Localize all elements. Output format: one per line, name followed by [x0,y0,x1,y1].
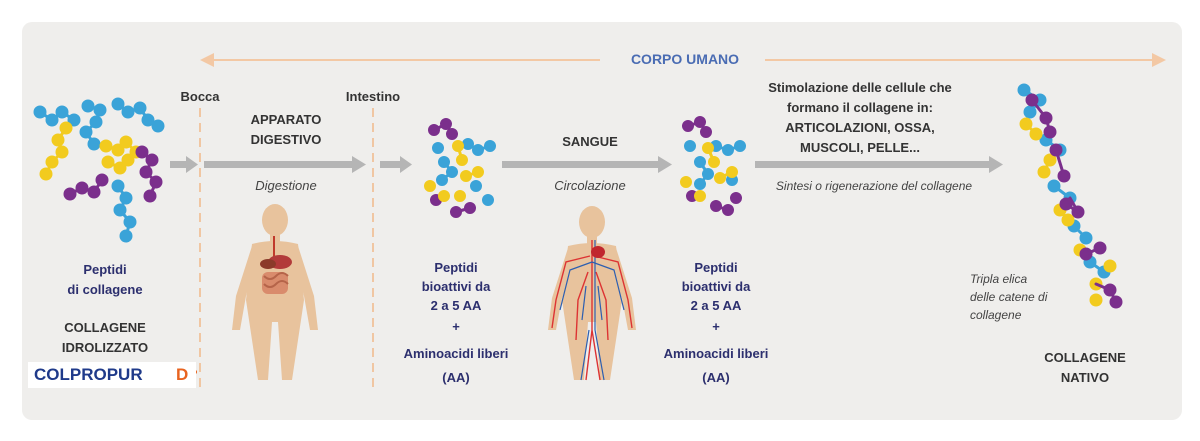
label-peptidi-2: di collagene [67,282,143,297]
label-collagene-idro-1: COLLAGENE [64,320,146,335]
label-tripla-1: Tripla elica [970,272,1028,286]
bio1-line: Aminoacidi liberi [403,346,509,361]
human-body-digestive [232,204,318,380]
label-digestione: Digestione [255,178,317,193]
label-stim-4: MUSCOLI, PELLE... [800,140,920,155]
bio1-line: 2 a 5 AA [430,298,482,313]
human-body-circulatory [548,206,636,381]
label-tripla-3: collagene [970,308,1022,322]
logo-text: COLPROPUR [34,365,148,384]
bio2-line: Aminoacidi liberi [663,346,769,361]
label-peptidi-1: Peptidi [83,262,127,277]
label-intestino: Intestino [345,89,401,104]
triple-helix [1017,83,1123,309]
label-stim-3: ARTICOLAZIONI, OSSA, [785,120,935,135]
label-sangue: SANGUE [562,134,618,149]
peptide-cluster-bioactive-2 [680,116,746,216]
label-bocca: Bocca [180,89,220,104]
peptide-cluster-hydrolyzed [33,97,165,243]
label-circolazione: Circolazione [554,178,626,193]
bio2-plus: + [712,319,720,334]
label-collagene-idro-2: IDROLIZZATO [61,340,149,355]
label-digestivo: DIGESTIVO [250,132,322,147]
bio2-line: 2 a 5 AA [690,298,742,313]
process-arrows [170,156,1003,173]
bio1-line: bioattivi da [421,279,491,294]
bio1-line: (AA) [442,370,470,385]
bio1-plus: + [452,319,460,334]
label-sintesi: Sintesi o rigenerazione del collagene [775,179,973,193]
label-nativo-2: NATIVO [1060,370,1110,385]
label-nativo-1: COLLAGENE [1044,350,1126,365]
bio1-line: Peptidi [434,260,478,275]
label-apparato: APPARATO [250,112,322,127]
label-stim-2: formano il collagene in: [787,100,933,115]
bio2-line: bioattivi da [681,279,751,294]
label-stim-1: Stimolazione delle cellule che [768,80,952,95]
corpo-umano-arrow [200,53,1166,67]
bio2-line: Peptidi [694,260,738,275]
peptide-cluster-bioactive-1 [424,118,496,218]
colpropur-logo: COLPROPUR D [28,362,196,388]
label-tripla-2: delle catene di [970,290,1048,304]
logo-d: D [176,365,189,384]
corpo-umano-title: CORPO UMANO [630,51,740,67]
bio2-line: (AA) [702,370,730,385]
